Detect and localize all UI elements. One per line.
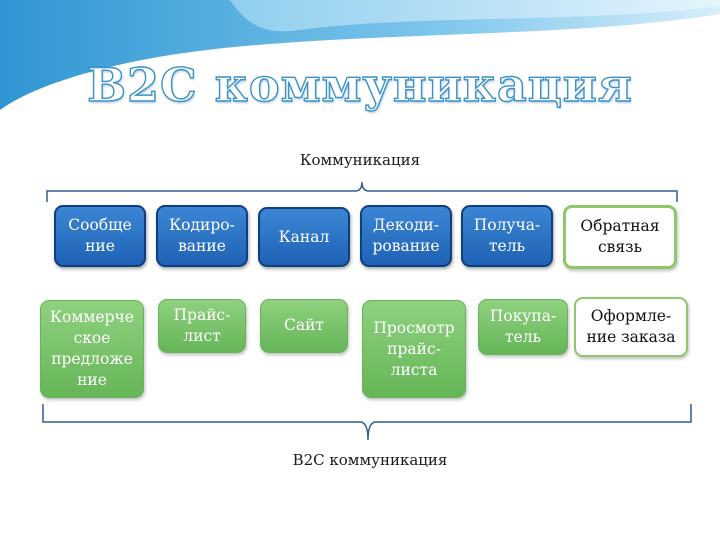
step-price-list: Прайс- лист — [158, 299, 246, 353]
stage-decoding: Декоди- рование — [360, 205, 452, 267]
step-order-placement: Оформле- ние заказа — [574, 297, 688, 357]
header-swoosh — [0, 0, 720, 120]
step-buyer: Покупа- тель — [478, 299, 568, 355]
stage-recipient: Получа- тель — [461, 205, 553, 267]
bottom-label: B2C коммуникация — [292, 451, 448, 469]
stage-message: Сообще ние — [54, 205, 146, 267]
slide-title: B2C коммуникация — [86, 57, 633, 112]
top-brace — [46, 181, 678, 202]
stage-feedback: Обратная связь — [563, 205, 677, 269]
step-website: Сайт — [260, 299, 348, 353]
step-price-list-review: Просмотр прайс- листа — [362, 300, 466, 398]
bottom-brace — [42, 404, 692, 441]
step-commercial-offer: Коммерче ское предложе ние — [40, 300, 144, 398]
stage-encoding: Кодиро- вание — [156, 205, 248, 267]
top-label: Коммуникация — [299, 151, 421, 169]
stage-channel: Канал — [258, 207, 350, 267]
